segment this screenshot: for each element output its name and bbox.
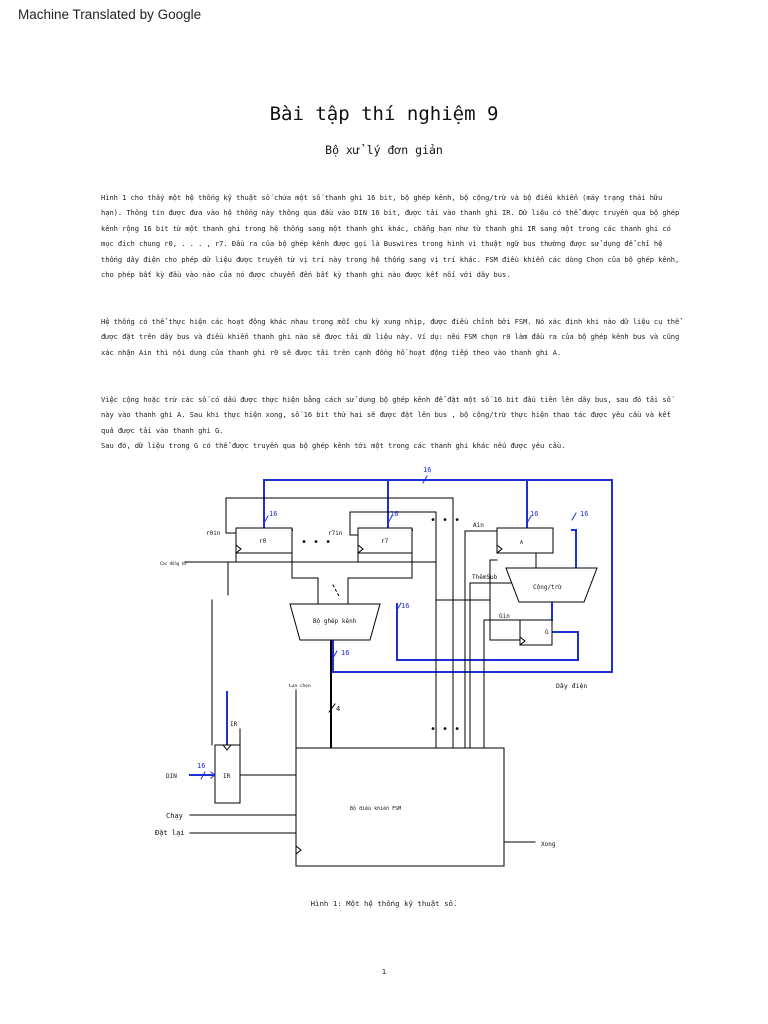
r7-label: r7 xyxy=(381,538,389,545)
r0-label: r0 xyxy=(259,538,267,545)
bus-width-label: 16 xyxy=(530,510,538,518)
ain-label: Ain xyxy=(473,522,484,529)
page-subtitle: Bộ xử lý đơn giản xyxy=(325,143,443,157)
paragraph-3: Việc cộng hoặc trừ các số có dấu được th… xyxy=(101,392,673,454)
dots-label: • • • xyxy=(430,724,460,735)
machine-translation-banner: Machine Translated by Google xyxy=(18,7,202,22)
reset-label: Đặt lại xyxy=(155,829,185,837)
figure-caption: Hình 1: Một hệ thống kỹ thuật số. xyxy=(310,899,458,908)
addsub-label: Cộng/trừ xyxy=(533,584,562,591)
r7in-label: r7in xyxy=(328,530,343,537)
g-label: G xyxy=(545,629,549,636)
paragraph-line: Hình 1 cho thấy một hệ thống kỹ thuật số… xyxy=(101,193,663,202)
paragraph-line: thống dây điện cho phép dữ liệu được tru… xyxy=(101,254,680,264)
bus-width-label: 16 xyxy=(390,510,398,518)
paragraph-line: Hệ thống có thể thực hiện các hoạt động … xyxy=(101,317,680,326)
fsm-controller xyxy=(295,747,505,867)
done-label: Xong xyxy=(541,841,556,848)
a-label: A xyxy=(520,540,523,546)
ir-enable-label: IR xyxy=(230,721,238,728)
bus-width-label: 16 xyxy=(423,466,431,474)
clock-label: Các đồng hồ xyxy=(160,561,188,566)
mux-trapezoid xyxy=(289,603,381,641)
bus-width-label: 16 xyxy=(341,649,349,657)
bus-width-label: 16 xyxy=(269,510,277,518)
bus-width-ticks xyxy=(200,475,577,780)
din-label: DIN xyxy=(166,773,177,780)
ir-register xyxy=(214,744,241,804)
select-width-label: 4 xyxy=(336,705,340,713)
page-title: Bài tập thí nghiệm 9 xyxy=(269,103,499,125)
bus-width-label: 16 xyxy=(197,762,205,770)
fsm-label: Bộ điều khiển FSM xyxy=(350,805,401,812)
addsub-control-label: ThêmSub xyxy=(472,574,498,581)
paragraph-line: mục đích chung r0, . . . , r7. Đầu ra củ… xyxy=(101,239,663,249)
addsub-trapezoid xyxy=(505,567,598,603)
paragraph-line: Việc cộng hoặc trừ các số có dấu được th… xyxy=(101,395,671,404)
paragraph-line: cho phép bất kỳ đầu vào nào của nó được … xyxy=(101,270,511,280)
paragraph-line: được đặt trên dây bus và điều khiển than… xyxy=(101,332,680,342)
r0-register xyxy=(235,527,293,554)
page-number: 1 xyxy=(381,968,387,976)
bus-width-label: 16 xyxy=(580,510,588,518)
a-register xyxy=(496,527,554,554)
paragraph-line: Sau đó, dữ liệu trong G có thể được truy… xyxy=(101,441,566,451)
bus-width-label: 16 xyxy=(401,602,409,610)
paragraph-line: hạn). Thông tin được đưa vào hệ thống nà… xyxy=(101,208,680,218)
paragraph-1: Hình 1 cho thấy một hệ thống kỹ thuật số… xyxy=(101,190,680,282)
gin-label: Gin xyxy=(499,613,510,620)
select-label: Lựa chọn xyxy=(289,683,311,689)
r7-register xyxy=(357,527,413,554)
paragraph-line: kênh rộng 16 bit từ một thanh ghi trong … xyxy=(101,223,671,233)
paragraph-line: xác nhận Ain thì nội dung của thanh ghi … xyxy=(101,347,562,357)
run-label: Chạy xyxy=(166,812,183,820)
paragraph-line: này vào thanh ghi A. Sau khi thực hiện x… xyxy=(101,410,671,420)
ir-label: IR xyxy=(223,773,231,780)
control-wires xyxy=(184,497,537,843)
paragraph-2: Hệ thống có thể thực hiện các hoạt động … xyxy=(101,314,680,360)
mux-label: Bộ ghép kênh xyxy=(313,618,357,625)
dots-label: • • • xyxy=(301,537,331,548)
bus-label: Dây điện xyxy=(556,682,587,690)
dots-label: • • • xyxy=(430,515,460,526)
paragraph-line: quả được tải vào thanh ghi G. xyxy=(101,425,224,435)
r0in-label: r0in xyxy=(206,530,221,537)
